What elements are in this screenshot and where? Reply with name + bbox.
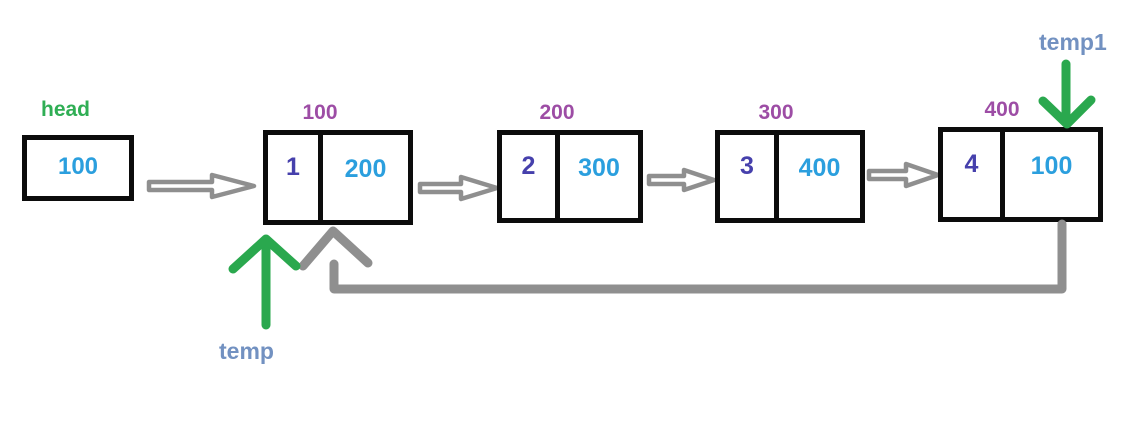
right-arrow-icon (417, 174, 500, 202)
node-1-box: 1 200 (263, 130, 413, 225)
node-1-data-cell: 1 (268, 135, 323, 220)
node-4-data-cell: 4 (943, 132, 1005, 217)
temp1-down-arrow (1038, 59, 1096, 129)
node-2-data-cell: 2 (502, 135, 560, 218)
node-4-box: 4 100 (938, 127, 1103, 222)
node-2-next-cell: 300 (578, 154, 620, 182)
head-pointer-value: 100 (57, 153, 99, 180)
node-1-address-label: 100 (302, 101, 338, 124)
node-2-box: 2 300 (497, 130, 643, 223)
node-4-address-label: 400 (984, 98, 1020, 121)
node-2-address-label: 200 (539, 101, 575, 124)
head-pointer-label: head (41, 98, 91, 121)
circular-back-link-arrow (298, 219, 1067, 294)
node-1-next-cell: 200 (344, 155, 387, 183)
temp-up-arrow (228, 234, 301, 330)
temp-pointer-label: temp (219, 338, 274, 364)
right-arrow-icon (146, 172, 257, 200)
head-pointer-box: 100 (22, 135, 134, 201)
node-4-next-cell: 100 (1030, 152, 1073, 180)
node-3-data-cell: 3 (720, 135, 779, 218)
node-3-address-label: 300 (758, 101, 794, 124)
temp1-pointer-label: temp1 (1039, 29, 1107, 55)
node-3-next-cell: 400 (798, 154, 841, 182)
right-arrow-icon (646, 167, 717, 193)
right-arrow-icon (866, 161, 941, 189)
node-3-box: 3 400 (715, 130, 865, 223)
